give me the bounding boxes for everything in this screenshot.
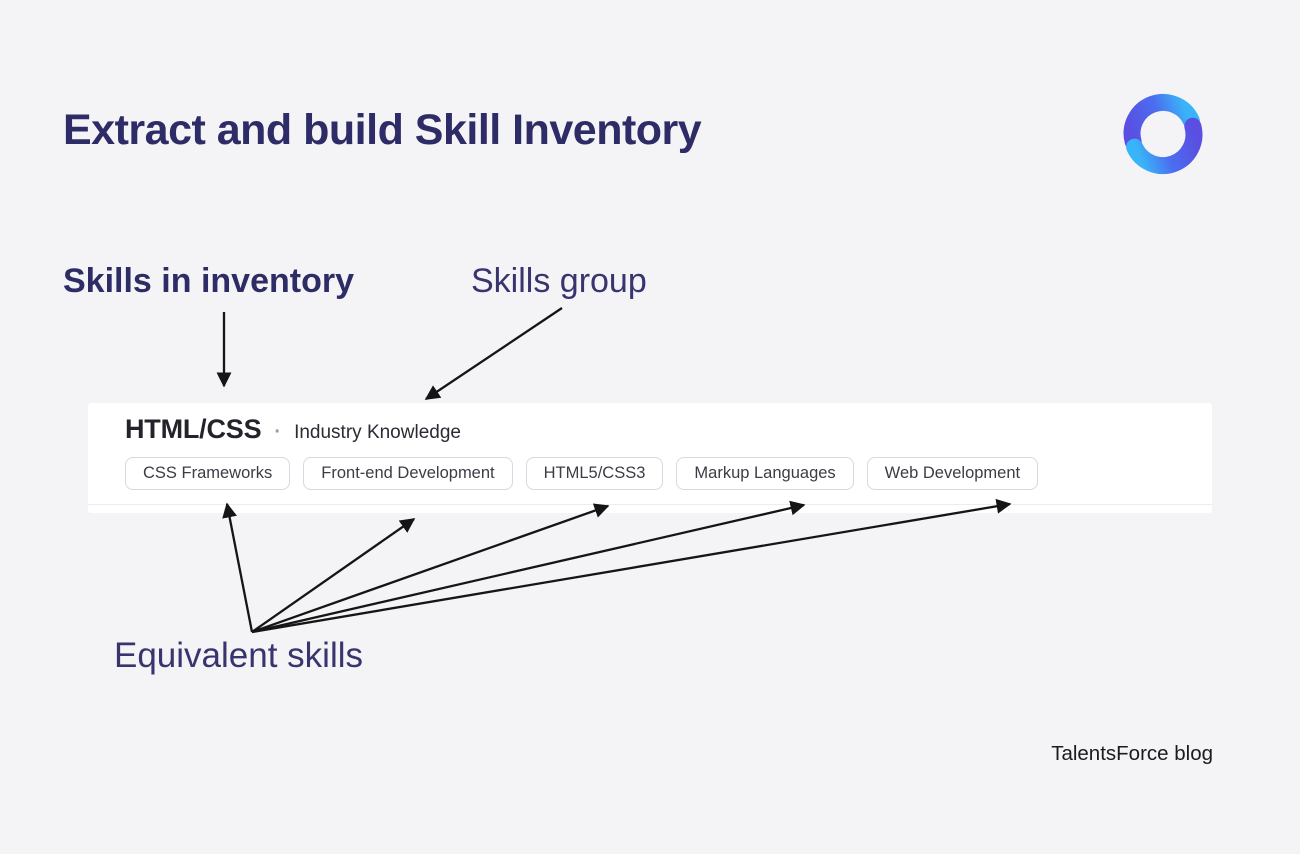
skill-chip[interactable]: Markup Languages xyxy=(676,457,854,490)
skill-chip[interactable]: Web Development xyxy=(866,457,1039,490)
brand-logo-icon xyxy=(1123,93,1203,175)
skill-chip[interactable]: HTML5/CSS3 xyxy=(525,457,664,490)
arrow-equivalent-to-chip-1 xyxy=(222,502,254,633)
footer-credit: TalentsForce blog xyxy=(1051,742,1213,765)
skill-card-header: HTML/CSS · Industry Knowledge xyxy=(88,403,1212,445)
separator-dot: · xyxy=(274,421,282,443)
skill-name: HTML/CSS xyxy=(125,414,262,444)
skill-card: HTML/CSS · Industry Knowledge CSS Framew… xyxy=(88,403,1212,513)
annotation-skills-in-inventory: Skills in inventory xyxy=(63,262,354,300)
annotation-equivalent-skills: Equivalent skills xyxy=(114,636,363,675)
page-title: Extract and build Skill Inventory xyxy=(63,106,702,154)
arrow-equivalent-to-chip-3 xyxy=(251,503,610,634)
arrow-equivalent-to-chip-2 xyxy=(251,518,416,633)
arrow-equivalent-to-chip-4 xyxy=(251,500,806,634)
equivalent-skill-chips: CSS Frameworks Front-end Development HTML5… xyxy=(88,445,1212,490)
skill-chip[interactable]: CSS Frameworks xyxy=(125,457,291,490)
arrow-equivalent-to-chip-5 xyxy=(251,498,1012,634)
skill-group-name: Industry Knowledge xyxy=(294,422,461,443)
arrow-group-to-category xyxy=(424,307,563,400)
skill-chip[interactable]: Front-end Development xyxy=(303,457,513,490)
annotation-skills-group: Skills group xyxy=(471,262,647,300)
